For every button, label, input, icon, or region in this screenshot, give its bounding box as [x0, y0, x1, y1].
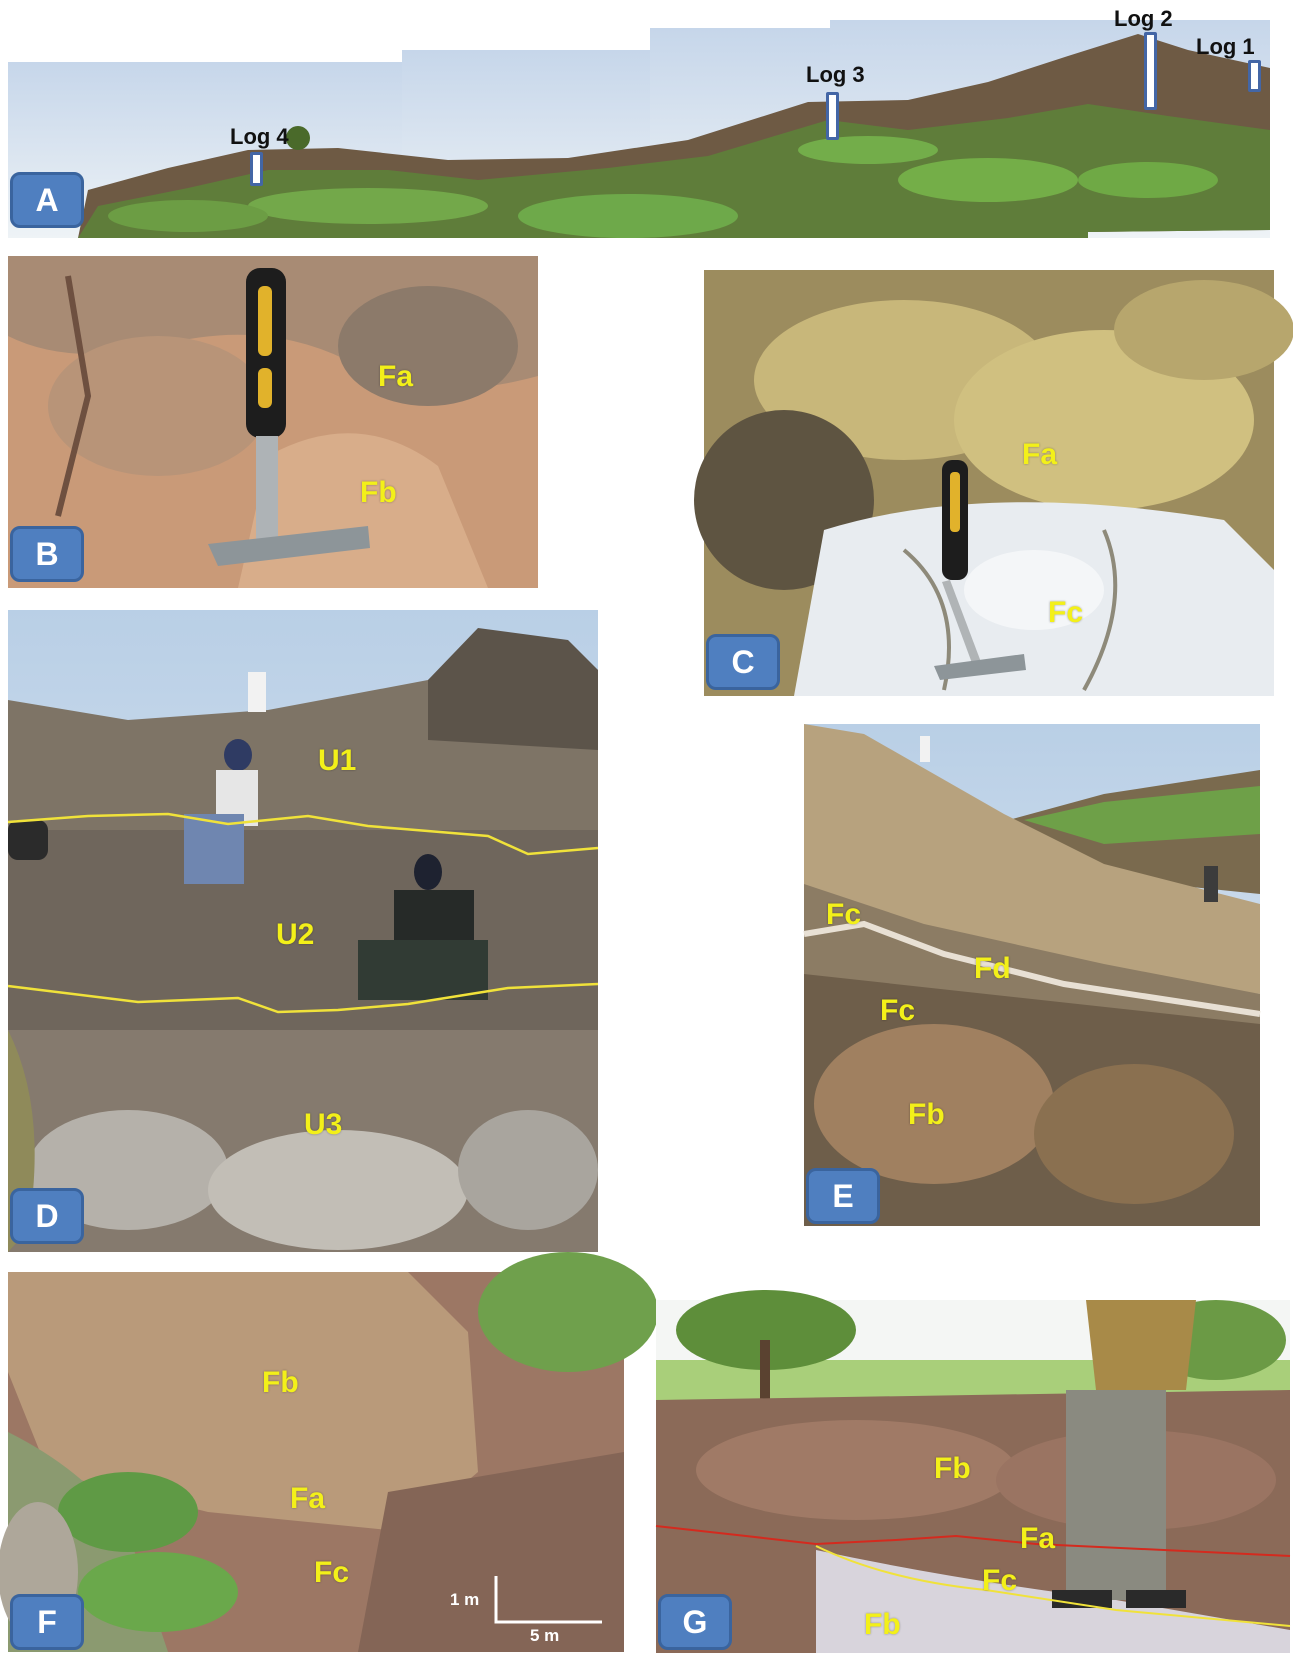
- scale-vertical-label: 1 m: [450, 1590, 480, 1609]
- boundary-u1-u2: [7, 812, 599, 856]
- facies-fa-label: Fa: [378, 360, 414, 393]
- outcrop-photo-b: [8, 256, 538, 588]
- log-1-label: Log 1: [1196, 34, 1255, 59]
- panorama-photo: [8, 20, 1270, 238]
- person-seated-lower: [414, 854, 442, 890]
- scale-horizontal-label: 5 m: [530, 1626, 560, 1645]
- facies-fa-label: Fa: [1020, 1522, 1056, 1555]
- panel-b-letter: B: [10, 526, 84, 582]
- facies-fc-label: Fc: [982, 1564, 1018, 1597]
- log-2-label: Log 2: [1114, 6, 1173, 31]
- outcrop-photo-e: [803, 724, 1261, 1226]
- boundary-red: [655, 1525, 1291, 1557]
- log-4-label: Log 4: [230, 124, 289, 149]
- unit-u2-label: U2: [276, 918, 315, 951]
- outcrop-photo-c: [694, 270, 1293, 696]
- panel-c-letter: C: [706, 634, 780, 690]
- panel-g-letter: G: [658, 1594, 732, 1650]
- facies-fc-upper-label: Fc: [826, 898, 862, 931]
- facies-fb-label: Fb: [262, 1366, 299, 1399]
- panel-d-letter: D: [10, 1188, 84, 1244]
- facies-fd-label: Fd: [974, 952, 1011, 985]
- panel-e-outcrop: E Fc Fd Fc Fb: [803, 724, 1261, 1226]
- outcrop-photo-d: [7, 610, 599, 1252]
- log-4-marker: [250, 152, 263, 186]
- person-seated-upper: [224, 739, 252, 771]
- log-1-marker: [1248, 60, 1261, 92]
- facies-fc-label: Fc: [1048, 596, 1084, 629]
- facies-fb-label: Fb: [360, 476, 397, 509]
- person-background: [248, 672, 266, 712]
- unit-u1-label: U1: [318, 744, 357, 777]
- panel-f-letter: F: [10, 1594, 84, 1650]
- boundary-u2-u3: [7, 982, 599, 1014]
- panel-c-outcrop: C Fa Fc: [694, 270, 1293, 696]
- facies-fb-upper-label: Fb: [934, 1452, 971, 1485]
- boundary-yellow: [815, 1545, 1291, 1627]
- panel-e-letter: E: [806, 1168, 880, 1224]
- person-shirt: [1086, 1300, 1196, 1390]
- log-2-marker: [1144, 32, 1157, 110]
- facies-fa-label: Fa: [290, 1482, 326, 1515]
- panel-d-outcrop: D U1 U2 U3: [7, 610, 599, 1252]
- panel-a-letter: A: [10, 172, 84, 228]
- panel-b-outcrop: B Fa Fb: [8, 256, 538, 588]
- outcrop-photo-g: [655, 1290, 1291, 1653]
- scale-bar: [494, 1576, 602, 1624]
- panel-a-panorama: A Log 1 Log 2 Log 3 Log 4: [8, 6, 1270, 238]
- facies-fc-label: Fc: [314, 1556, 350, 1589]
- facies-fa-label: Fa: [1022, 438, 1058, 471]
- facies-fc-lower-label: Fc: [880, 994, 916, 1027]
- log-3-marker: [826, 92, 839, 140]
- facies-fb-label: Fb: [908, 1098, 945, 1131]
- unit-u3-label: U3: [304, 1108, 343, 1141]
- facies-fb-lower-label: Fb: [864, 1608, 901, 1641]
- outcrop-photo-f: [0, 1252, 658, 1652]
- panel-g-outcrop: G Fb Fa Fc Fb: [655, 1290, 1291, 1653]
- log-3-label: Log 3: [806, 62, 865, 87]
- panel-f-outcrop: F Fb Fa Fc 1 m 5 m: [0, 1252, 658, 1652]
